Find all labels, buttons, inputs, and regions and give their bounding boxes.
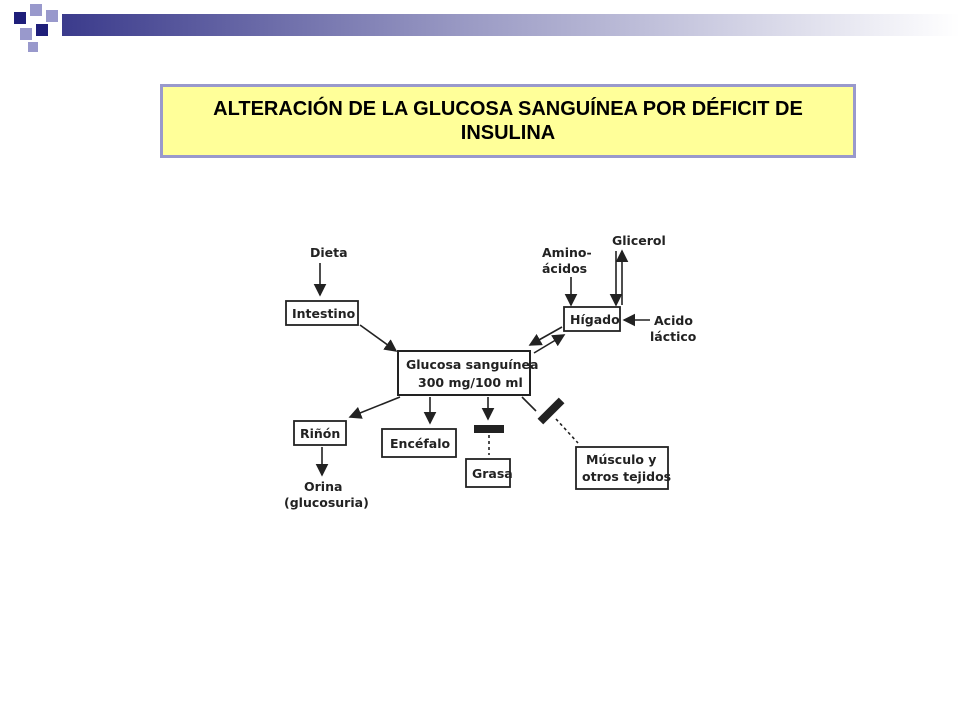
logo-square-light	[46, 10, 58, 22]
encefalo-label: Encéfalo	[390, 436, 450, 451]
orina-label-line2: (glucosuria)	[284, 495, 369, 510]
musculo-box	[575, 446, 669, 490]
intestino-box	[285, 300, 359, 326]
arrow-intestino-glucosa	[359, 324, 398, 352]
logo-square-light	[28, 42, 38, 52]
logo-square-light	[20, 28, 32, 40]
glucose-diagram: Dieta Intestino Glucosa sanguínea 300 mg…	[260, 185, 720, 530]
diagram-svg: Dieta Intestino Glucosa sanguínea 300 mg…	[284, 233, 697, 510]
banner-bar	[62, 14, 960, 36]
header-banner	[0, 0, 960, 56]
glucosa-label-line2: 300 mg/100 ml	[418, 375, 523, 390]
dashed-line-musculo	[555, 418, 579, 444]
line-glucosa-musculo	[521, 396, 537, 412]
aminoacidos-label-line1: Amino-	[542, 245, 592, 260]
glucosa-box	[397, 350, 531, 396]
musculo-block-bar	[537, 397, 565, 425]
arrow-glucosa-rinon	[348, 396, 401, 419]
orina-label-line1: Orina	[304, 479, 342, 494]
musculo-label-line2: otros tejidos	[582, 469, 671, 484]
arrow-higado-glucosa	[528, 326, 563, 346]
higado-label: Hígado	[570, 312, 620, 327]
rinon-label: Riñón	[300, 426, 340, 441]
logo-square-dark	[14, 12, 26, 24]
glucosa-label-line1: Glucosa sanguínea	[406, 357, 538, 372]
grasa-box	[465, 458, 511, 488]
aminoacidos-label-line2: ácidos	[542, 261, 587, 276]
logo-square-light	[30, 4, 42, 16]
musculo-label-line1: Músculo y	[586, 452, 656, 467]
acido-label-line2: láctico	[650, 329, 697, 344]
arrow-glucosa-higado	[533, 334, 566, 354]
dieta-label: Dieta	[310, 245, 348, 260]
encefalo-box	[381, 428, 457, 458]
title-box: ALTERACIÓN DE LA GLUCOSA SANGUÍNEA POR D…	[160, 84, 856, 158]
banner-gradient	[62, 14, 960, 36]
glicerol-label: Glicerol	[612, 233, 666, 248]
rinon-box	[293, 420, 347, 446]
grasa-label: Grasa	[472, 466, 513, 481]
higado-box	[563, 306, 621, 332]
slide-title: ALTERACIÓN DE LA GLUCOSA SANGUÍNEA POR D…	[213, 98, 803, 144]
acido-label-line1: Acido	[654, 313, 693, 328]
intestino-label: Intestino	[292, 306, 356, 321]
grasa-block-bar	[474, 425, 504, 433]
logo-square-dark	[36, 24, 48, 36]
